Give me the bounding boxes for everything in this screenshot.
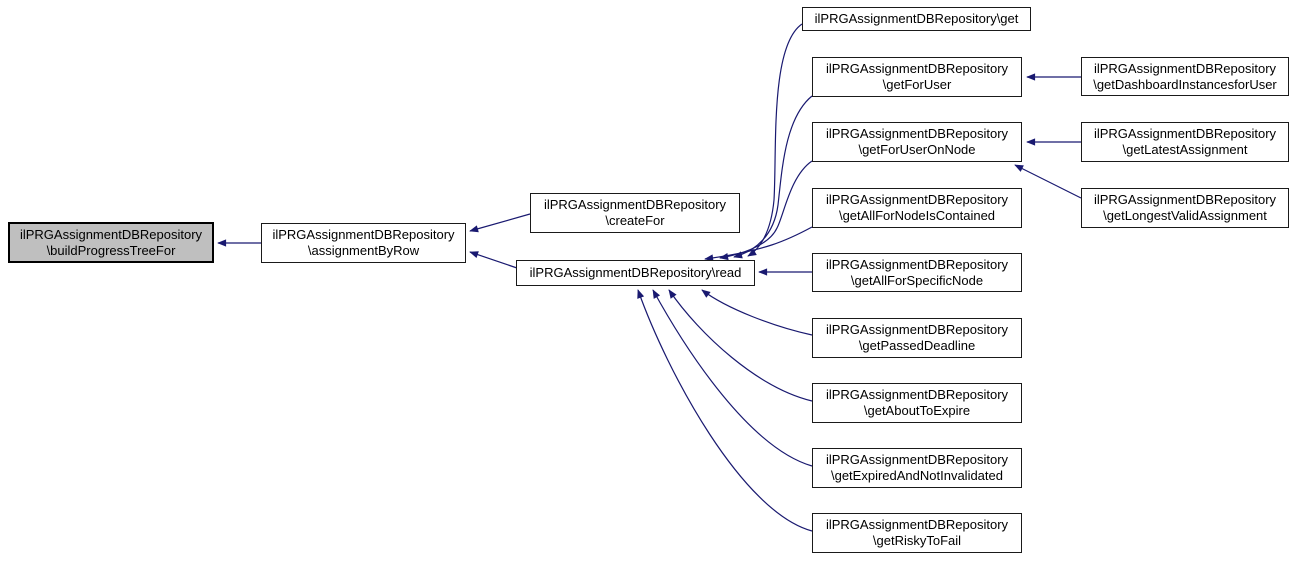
node-getExpiredAndNotInvalidated[interactable]: ilPRGAssignmentDBRepository \getExpiredA… (812, 448, 1022, 488)
node-label: \assignmentByRow (307, 243, 420, 258)
node-label: ilPRGAssignmentDBRepository (1093, 126, 1277, 141)
edge-getAboutToExpire-read (668, 289, 813, 402)
node-label: \getPassedDeadline (858, 338, 976, 353)
node-label: ilPRGAssignmentDBRepository (825, 256, 1009, 272)
node-read[interactable]: ilPRGAssignmentDBRepository\read (516, 260, 755, 286)
node-label: \getRiskyToFail (872, 533, 962, 548)
node-label: ilPRGAssignmentDBRepository (825, 192, 1009, 207)
node-label: \createFor (605, 213, 665, 228)
node-label: \getDashboardInstancesforUser (1093, 76, 1277, 92)
node-label: ilPRGAssignmentDBRepository (825, 452, 1009, 467)
node-label: \getLongestValidAssignment (1103, 208, 1267, 223)
node-label: ilPRGAssignmentDBRepository (1093, 192, 1277, 207)
node-label: \getLatestAssignment (1122, 142, 1248, 157)
node-get[interactable]: ilPRGAssignmentDBRepository\get (802, 7, 1031, 31)
node-buildProgressTreeFor[interactable]: ilPRGAssignmentDBRepository \buildProgre… (8, 222, 214, 263)
edge-createFor-assignmentByRow (469, 213, 531, 233)
node-getForUserOnNode[interactable]: ilPRGAssignmentDBRepository \getForUserO… (812, 122, 1022, 162)
node-label: ilPRGAssignmentDBRepository (825, 61, 1009, 76)
node-label: ilPRGAssignmentDBRepository (19, 226, 203, 242)
edge-getPassedDeadline-read (701, 289, 813, 336)
node-getLongestValidAssignment[interactable]: ilPRGAssignmentDBRepository \getLongestV… (1081, 188, 1289, 228)
node-label: \getAllForSpecificNode (850, 272, 984, 288)
edge-getLongestValidAssignment-getForUserOnNode (1014, 164, 1082, 199)
node-label: ilPRGAssignmentDBRepository (272, 227, 455, 242)
node-getForUser[interactable]: ilPRGAssignmentDBRepository \getForUser (812, 57, 1022, 97)
node-getPassedDeadline[interactable]: ilPRGAssignmentDBRepository \getPassedDe… (812, 318, 1022, 358)
edge-getAllForNodeIsContained-read (704, 226, 813, 262)
node-getRiskyToFail[interactable]: ilPRGAssignmentDBRepository \getRiskyToF… (812, 513, 1022, 553)
edge-get-read (747, 23, 803, 257)
node-label: ilPRGAssignmentDBRepository (825, 387, 1009, 402)
node-label: ilPRGAssignmentDBRepository\get (814, 11, 1019, 26)
node-label: ilPRGAssignmentDBRepository (543, 197, 727, 212)
node-label: ilPRGAssignmentDBRepository (1093, 60, 1277, 76)
node-label: \buildProgressTreeFor (46, 242, 176, 258)
edge-getForUser-read (733, 95, 813, 259)
node-label: \getAllForNodeIsContained (838, 208, 996, 223)
node-getAboutToExpire[interactable]: ilPRGAssignmentDBRepository \getAboutToE… (812, 383, 1022, 423)
edge-read-assignmentByRow (469, 251, 518, 269)
node-label: ilPRGAssignmentDBRepository (825, 126, 1009, 141)
node-label: ilPRGAssignmentDBRepository (825, 517, 1009, 532)
node-label: \getForUser (882, 77, 952, 92)
node-label: ilPRGAssignmentDBRepository (825, 322, 1009, 337)
node-label: \getExpiredAndNotInvalidated (830, 468, 1003, 483)
node-label: \getForUserOnNode (858, 142, 976, 157)
node-getAllForSpecificNode[interactable]: ilPRGAssignmentDBRepository \getAllForSp… (812, 253, 1022, 292)
edge-getRiskyToFail-read (637, 289, 813, 532)
node-assignmentByRow[interactable]: ilPRGAssignmentDBRepository \assignmentB… (261, 223, 466, 263)
edge-getExpiredAndNotInvalidated-read (652, 289, 813, 467)
node-label: ilPRGAssignmentDBRepository\read (529, 265, 742, 280)
node-getLatestAssignment[interactable]: ilPRGAssignmentDBRepository \getLatestAs… (1081, 122, 1289, 162)
node-label: \getAboutToExpire (863, 403, 971, 418)
node-getAllForNodeIsContained[interactable]: ilPRGAssignmentDBRepository \getAllForNo… (812, 188, 1022, 228)
node-createFor[interactable]: ilPRGAssignmentDBRepository \createFor (530, 193, 740, 233)
node-getDashboardInstancesforUser[interactable]: ilPRGAssignmentDBRepository \getDashboar… (1081, 57, 1289, 96)
